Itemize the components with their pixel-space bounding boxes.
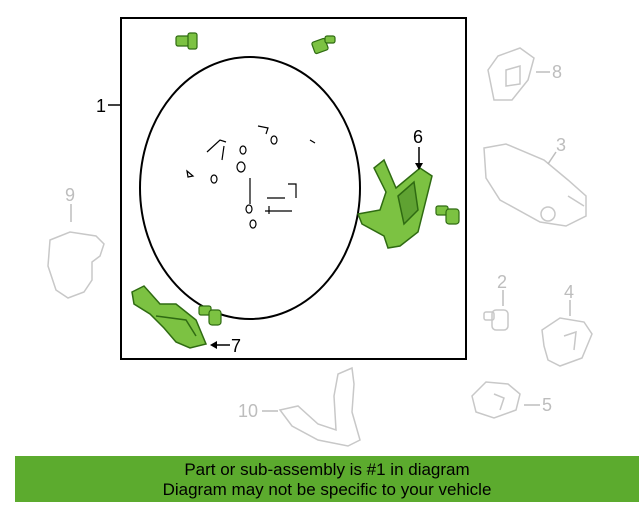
callout-3-leader (547, 151, 557, 165)
part-6-bracket[interactable] (356, 158, 433, 249)
banner-line-1: Part or sub-assembly is #1 in diagram (184, 460, 470, 479)
parts-diagram: 1 6 (47, 17, 593, 447)
part-10-trim[interactable] (278, 366, 361, 447)
bolt-top-left[interactable] (175, 32, 198, 50)
callout-3-label[interactable]: 3 (556, 135, 566, 155)
part-9-housing[interactable] (47, 231, 105, 299)
bolt-lower[interactable] (198, 305, 222, 326)
callout-10-label[interactable]: 10 (238, 401, 258, 421)
part-2-screw[interactable] (483, 309, 509, 331)
bolt-right[interactable] (435, 205, 460, 225)
steering-wheel-outline (139, 56, 361, 320)
info-banner: Part or sub-assembly is #1 in diagram Di… (15, 456, 639, 502)
bolt-top-right[interactable] (311, 35, 336, 55)
part-4-switch[interactable] (541, 317, 593, 367)
callout-9-label[interactable]: 9 (65, 185, 75, 205)
callout-7-arrow (210, 341, 217, 349)
part-5-switch[interactable] (471, 381, 521, 419)
wheel-inner-details (186, 125, 316, 229)
part-3-airbag[interactable] (483, 143, 587, 227)
callout-2-label[interactable]: 2 (497, 272, 507, 292)
callout-7-label[interactable]: 7 (231, 336, 241, 356)
part-7-cover[interactable] (131, 285, 208, 349)
callout-6-label[interactable]: 6 (413, 127, 423, 147)
assembly-frame (120, 17, 467, 360)
callout-5-label[interactable]: 5 (542, 395, 552, 415)
callout-4-label[interactable]: 4 (564, 282, 574, 302)
banner-line-2: Diagram may not be specific to your vehi… (162, 480, 492, 499)
callout-6-arrow (415, 163, 423, 170)
callout-1-label[interactable]: 1 (96, 96, 106, 116)
callout-8-label[interactable]: 8 (552, 62, 562, 82)
part-8-clip[interactable] (487, 47, 535, 101)
